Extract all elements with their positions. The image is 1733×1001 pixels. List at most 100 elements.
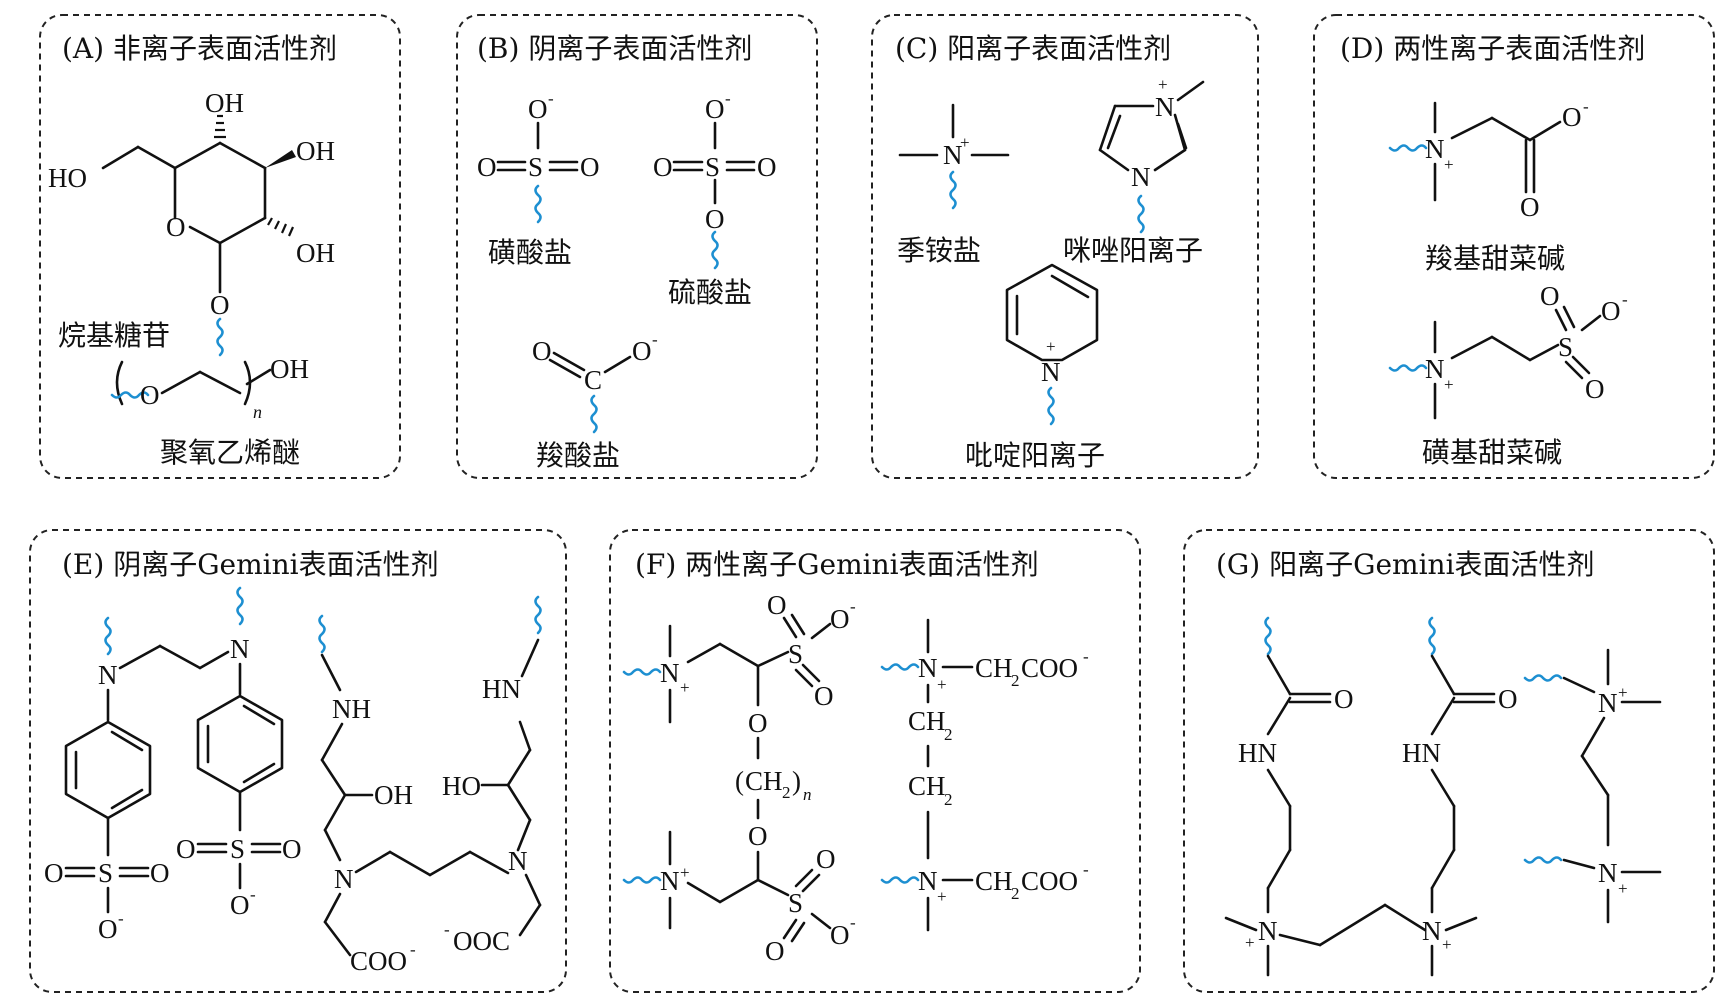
carboxybetaine-structure: N + O - O [1388,97,1589,222]
atom-n: N [943,140,963,170]
sulfobetaine-structure: N + S O O - O [1388,281,1628,420]
atom-o: O [230,890,250,920]
atom-n: N [1598,858,1618,888]
atom-n: N [508,846,528,876]
atom-o: O [632,336,652,366]
charge-plus: + [1046,337,1056,356]
panel-g-title: (G) 阳离子Gemini表面活性剂 [1216,548,1595,581]
paren-close: ) [792,766,801,796]
atom-n: N [1422,916,1442,946]
atom-coo: COO [350,946,407,976]
atom-s: S [1558,332,1573,362]
atom-hn: HN [1402,738,1441,768]
panel-f-box [609,529,1141,993]
atom-o: O [176,834,196,864]
atom-peg-oh: OH [270,354,309,384]
charge-plus: + [960,133,970,152]
charge-minus: - [1583,97,1589,116]
charge-plus: + [1618,879,1628,898]
atom-s: S [788,888,803,918]
atom-c: C [584,365,602,395]
atom-o: O [1520,192,1540,222]
atom-hn: HN [1238,738,1277,768]
atom-oh-lower: OH [296,238,335,268]
atom-n: N [660,658,680,688]
atom-o: O [1540,281,1560,311]
paren-open: ( [735,766,744,796]
atom-s: S [528,152,543,182]
subscript-2: 2 [944,790,953,809]
atom-o: O [98,914,118,944]
atom-o-glyco: O [210,290,230,320]
anionic-gemini-sulfonate-structure: N N S O O O - S O O [44,586,302,944]
atom-ho: HO [442,771,481,801]
atom-hn: HN [482,674,521,704]
atom-n: N [1258,916,1278,946]
atom-o: O [1562,102,1582,132]
atom-o: O [757,152,777,182]
label-carboxylate: 羧酸盐 [536,439,620,472]
charge-plus: + [680,863,690,882]
label-peg-ether: 聚氧乙烯醚 [160,436,300,469]
charge-plus: + [680,678,690,697]
charge-minus: - [850,597,856,616]
atom-n: N [1041,357,1061,387]
atom-o: O [830,920,850,950]
atom-coo: COO [1021,866,1078,896]
atom-ch: CH [975,866,1013,896]
atom-peg-n: n [253,402,262,422]
charge-minus: - [548,89,554,108]
atom-s: S [98,858,113,888]
atom-o: O [653,152,673,182]
peg-structure: O n OH [110,354,309,422]
atom-o: O [477,152,497,182]
atom-n: N [1425,354,1445,384]
carboxylate-structure: O C O - [532,330,658,434]
panel-a-title: (A) 非离子表面活性剂 [62,32,337,65]
atom-oh-top: OH [205,88,244,118]
atom-o: O [814,681,834,711]
atom-n: N [334,864,354,894]
atom-n: N [1598,688,1618,718]
atom-o: O [528,94,548,124]
atom-o: O [830,604,850,634]
label-sulfonate: 磺酸盐 [488,236,572,269]
charge-minus: - [410,940,416,959]
imidazolium-structure: N + N [1098,75,1205,234]
charge-plus: + [937,887,947,906]
panel-g-box [1183,529,1715,993]
atom-n: N [1155,92,1175,122]
panel-b-title: (B) 阴离子表面活性剂 [477,32,752,65]
atom-o: O [765,936,785,966]
label-imidazolium: 咪唑阳离子 [1063,234,1203,267]
panel-b-box [456,14,818,479]
atom-n: N [918,866,938,896]
atom-ch: CH [908,771,946,801]
atom-n: N [230,634,250,664]
atom-s: S [230,834,245,864]
atom-s: S [788,639,803,669]
charge-minus: - [1083,647,1089,666]
subscript-2: 2 [1011,671,1020,690]
alkyl-glycoside-structure: OH OH OH HO O O [48,88,335,357]
atom-ring-o: O [166,212,186,242]
charge-plus: + [1158,75,1168,94]
atom-o: O [44,858,64,888]
atom-o: O [1585,374,1605,404]
panel-d-box [1313,14,1715,479]
charge-minus: - [444,920,450,939]
charge-plus: + [937,675,947,694]
atom-coo: COO [1021,653,1078,683]
panel-c-title: (C) 阳离子表面活性剂 [895,32,1171,65]
quaternary-ammonium-structure: N + [898,103,1010,210]
atom-o: O [767,590,787,620]
atom-o: O [705,94,725,124]
atom-ooc: OOC [453,926,510,956]
charge-plus: + [1618,683,1628,702]
sulfate-structure: O - O S O O [653,89,777,270]
charge-minus: - [1083,860,1089,879]
charge-plus: + [1442,935,1452,954]
panel-a-box [39,14,401,479]
label-pyridinium: 吡啶阳离子 [965,439,1105,472]
